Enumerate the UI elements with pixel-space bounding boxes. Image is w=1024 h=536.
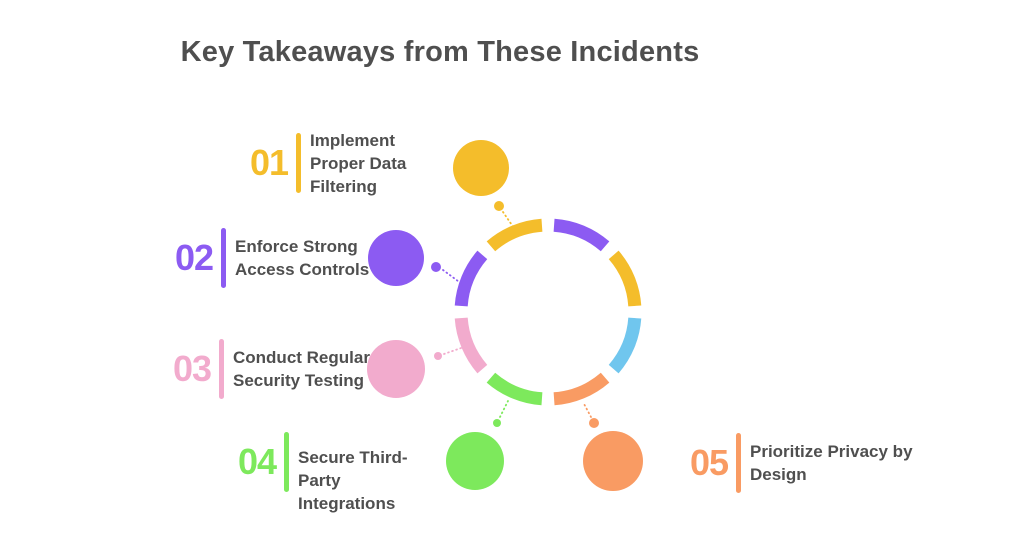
item-number: 03: [172, 348, 212, 389]
ring-segment: [553, 372, 610, 406]
item-label-line: Conduct Regular: [233, 348, 370, 367]
item-label: Implement Proper Data Filtering: [310, 129, 406, 198]
node-third-party-satellite-dot: [493, 419, 501, 427]
node-security-testing-satellite-dot: [434, 352, 442, 360]
item-label-line: Prioritize Privacy by: [750, 442, 913, 461]
item-label-line: Security Testing: [233, 371, 364, 390]
node-data-filtering-connector-line: [502, 211, 517, 232]
node-access-controls-circle: [368, 230, 424, 286]
item-label-line: Proper Data: [310, 153, 407, 173]
item-number: 04: [237, 441, 277, 482]
item-number: 05: [689, 442, 729, 483]
node-access-controls-satellite-dot: [431, 262, 441, 272]
node-access-controls-connector-line: [442, 269, 467, 288]
item-label-line: Enforce Strong: [235, 237, 358, 256]
item-label-line: Integrations: [298, 494, 396, 513]
item-number: 02: [174, 237, 214, 278]
item-label-line: Implement: [310, 130, 396, 150]
item-number: 01: [249, 142, 289, 183]
item-label-line: Design: [750, 465, 807, 484]
node-privacy-design-connector-line: [582, 401, 592, 418]
takeaway-item-05: 05 Prioritize Privacy by Design: [681, 433, 913, 493]
takeaway-item-04: 04 Secure Third- Party Integrations: [229, 432, 408, 513]
ring-segment: [486, 218, 543, 252]
node-third-party-circle: [446, 432, 504, 490]
item-divider-bar: [736, 433, 741, 493]
node-security-testing-circle: [367, 340, 425, 398]
ring-segment: [454, 317, 488, 374]
ring-segment: [553, 218, 610, 252]
item-label-line: Filtering: [310, 176, 378, 196]
item-label: Prioritize Privacy by Design: [750, 440, 913, 486]
node-privacy-design-satellite-dot: [589, 418, 599, 428]
ring-segment: [608, 250, 642, 307]
item-label-line: Access Controls: [235, 260, 370, 279]
node-data-filtering-circle: [453, 140, 509, 196]
node-data-filtering-satellite-dot: [494, 201, 504, 211]
item-label: Secure Third- Party Integrations: [298, 446, 408, 515]
item-divider-bar: [284, 432, 289, 492]
item-label: Enforce Strong Access Controls: [235, 235, 369, 281]
node-privacy-design-circle: [583, 431, 643, 491]
item-label-line: Party: [298, 471, 341, 490]
takeaway-item-01: 01 Implement Proper Data Filtering: [241, 131, 406, 196]
page-title: Key Takeaways from These Incidents: [180, 36, 700, 68]
item-label: Conduct Regular Security Testing: [233, 346, 370, 392]
item-label-line: Secure Third-: [298, 448, 408, 467]
takeaway-item-02: 02 Enforce Strong Access Controls: [166, 228, 369, 288]
item-divider-bar: [219, 339, 224, 399]
ring-segment: [608, 317, 642, 374]
node-third-party-connector-line: [499, 400, 509, 418]
ring-segment: [454, 250, 488, 307]
ring-segment: [486, 372, 543, 406]
node-security-testing-connector-line: [443, 346, 465, 355]
item-divider-bar: [296, 133, 301, 193]
takeaway-item-03: 03 Conduct Regular Security Testing: [164, 339, 370, 399]
item-divider-bar: [221, 228, 226, 288]
